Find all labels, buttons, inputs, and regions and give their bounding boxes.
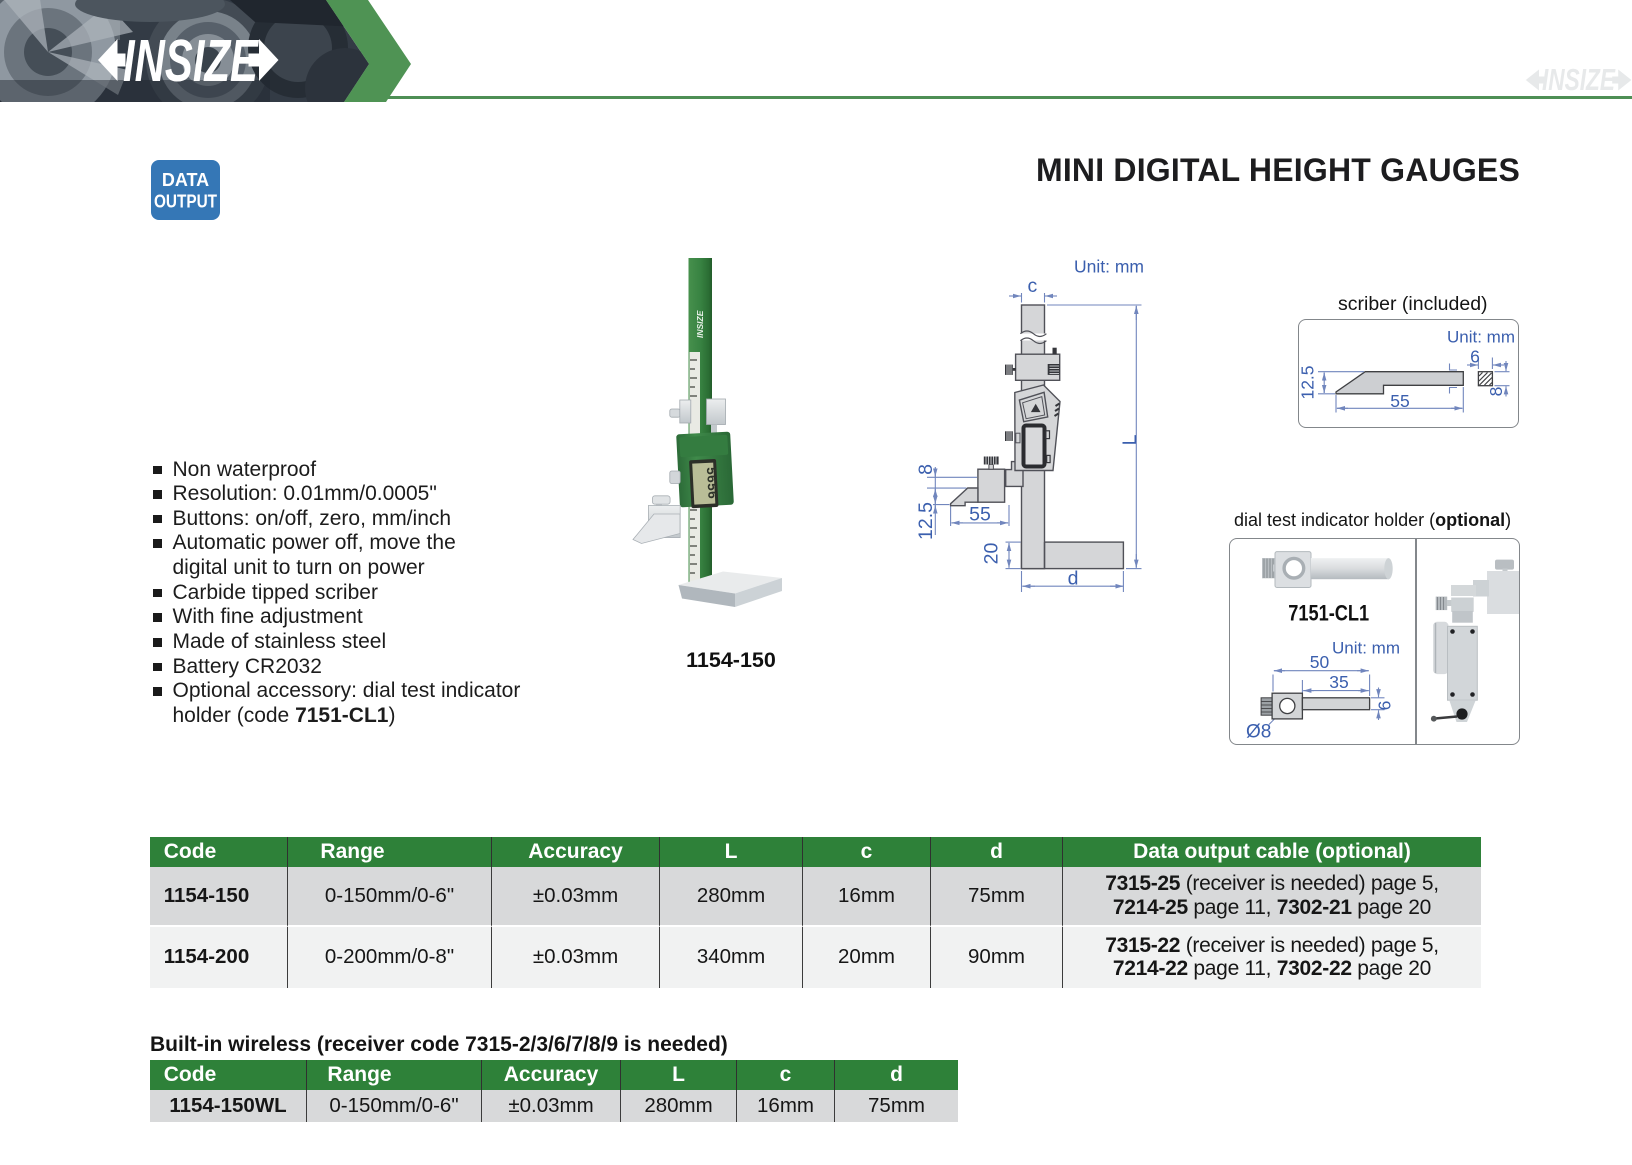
- svg-text:6: 6: [1470, 347, 1480, 367]
- svg-text:Unit: mm: Unit: mm: [1447, 328, 1515, 347]
- svg-text:55: 55: [969, 504, 991, 526]
- svg-text:8: 8: [1486, 387, 1506, 397]
- svg-text:5656: 5656: [704, 467, 721, 500]
- svg-text:INSIZE: INSIZE: [1542, 62, 1616, 97]
- svg-text:L: L: [1119, 434, 1141, 445]
- svg-text:55: 55: [1390, 391, 1409, 411]
- svg-text:7151-CL1: 7151-CL1: [1288, 601, 1369, 626]
- svg-text:Ø8: Ø8: [1246, 722, 1271, 743]
- svg-text:6: 6: [1375, 701, 1395, 711]
- svg-text:INSIZE: INSIZE: [123, 28, 259, 94]
- svg-text:8: 8: [915, 464, 937, 475]
- svg-text:OUTPUT: OUTPUT: [154, 192, 217, 212]
- svg-text:12.5: 12.5: [915, 502, 937, 540]
- svg-text:35: 35: [1329, 672, 1348, 692]
- svg-text:Unit: mm: Unit: mm: [1332, 639, 1400, 658]
- svg-text:INSIZE: INSIZE: [695, 310, 705, 338]
- svg-text:c: c: [1028, 275, 1038, 297]
- svg-text:50: 50: [1310, 652, 1330, 672]
- svg-text:d: d: [1068, 568, 1079, 590]
- svg-text:20: 20: [981, 543, 1003, 565]
- svg-text:Unit: mm: Unit: mm: [1074, 257, 1144, 277]
- svg-text:DATA: DATA: [162, 170, 209, 190]
- svg-text:12.5: 12.5: [1298, 365, 1318, 399]
